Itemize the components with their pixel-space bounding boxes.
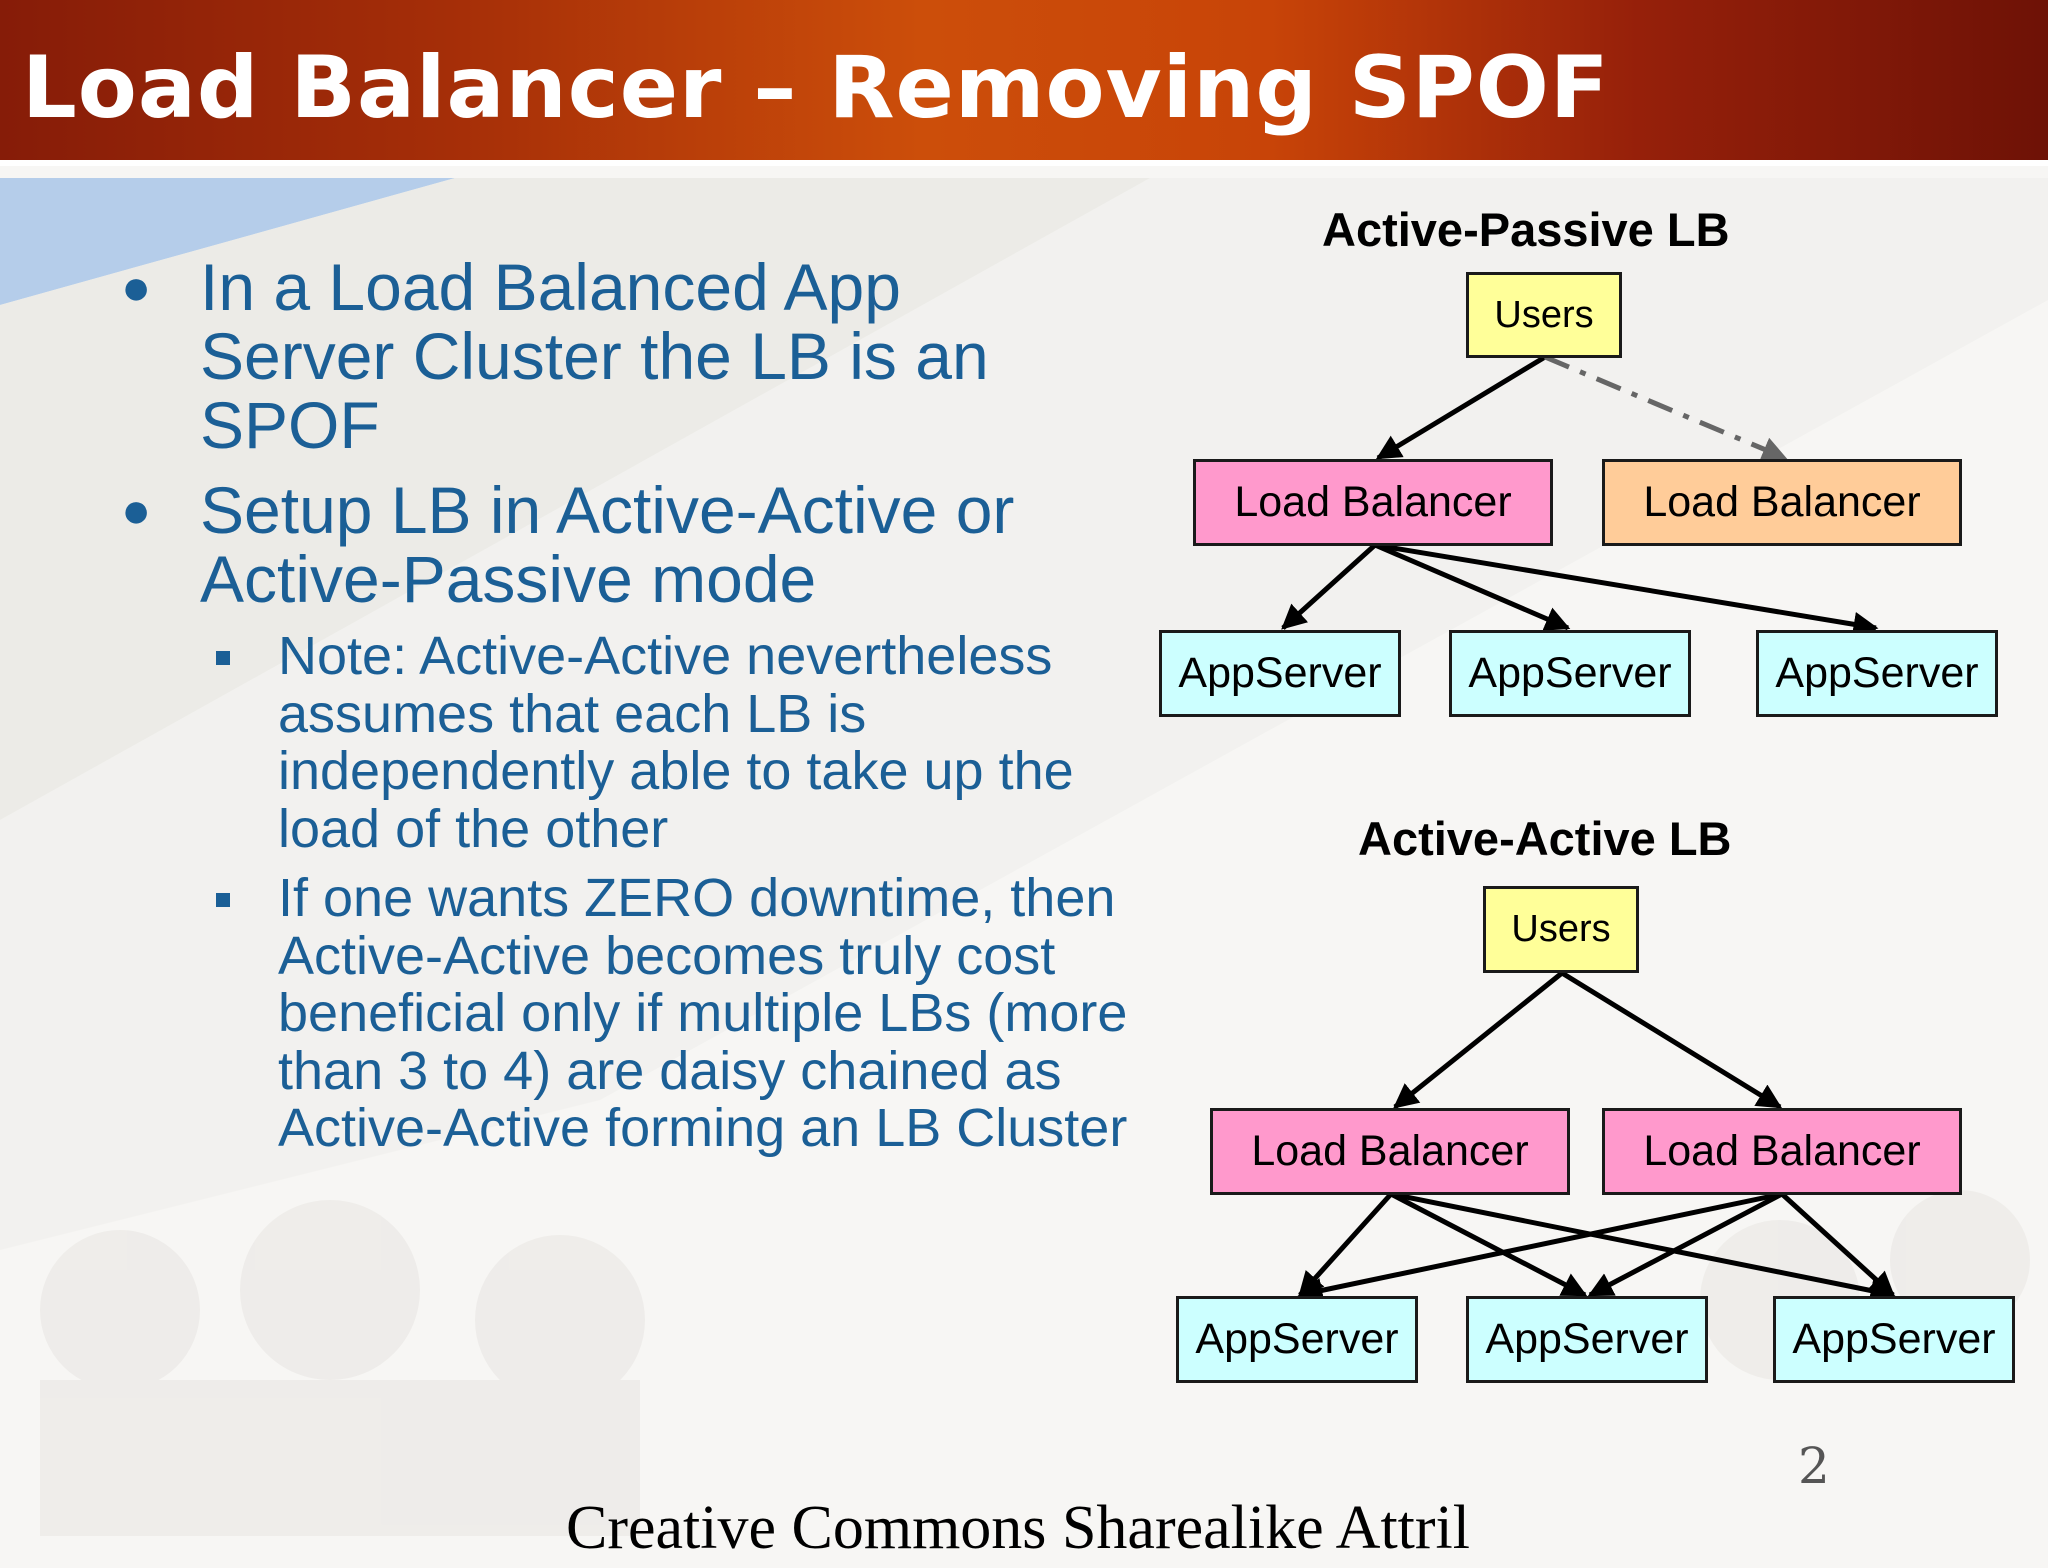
slide-number: 2 — [1798, 1437, 1830, 1495]
square-bullet-icon — [216, 893, 230, 907]
license-footer: Creative Commons Sharealike Attril — [566, 1494, 1470, 1562]
title-divider — [0, 160, 2048, 166]
aa-load-balancer-2: Load Balancer — [1602, 1108, 1962, 1195]
slide-title: Load Balancer – Removing SPOF — [22, 38, 1610, 138]
bullet-1: ● In a Load Balanced App Server Cluster … — [121, 250, 1040, 462]
sub-bullet-1: Note: Active-Active nevertheless assumes… — [216, 626, 1123, 859]
ap-appserver-1: AppServer — [1159, 630, 1401, 717]
bullet-2-text: Setup LB in Active-Active or Active-Pass… — [200, 473, 1015, 616]
square-bullet-icon — [216, 651, 230, 665]
active-passive-title: Active-Passive LB — [1322, 203, 1730, 256]
ap-appserver-3: AppServer — [1756, 630, 1998, 717]
aa-appserver-2: AppServer — [1466, 1296, 1708, 1383]
ap-load-balancer-passive: Load Balancer — [1602, 459, 1962, 546]
bullet-1-text: In a Load Balanced App Server Cluster th… — [200, 250, 989, 462]
bullet-dot-icon: ● — [121, 259, 152, 315]
ap-load-balancer-active: Load Balancer — [1193, 459, 1553, 546]
bullet-dot-icon: ● — [121, 482, 152, 538]
aa-appserver-1: AppServer — [1176, 1296, 1418, 1383]
ap-appserver-2: AppServer — [1449, 630, 1691, 717]
ap-users-box: Users — [1466, 272, 1622, 358]
sub-bullet-2: If one wants ZERO downtime, then Active-… — [216, 868, 1140, 1158]
active-active-title: Active-Active LB — [1358, 812, 1732, 865]
title-bar: Load Balancer – Removing SPOF — [0, 0, 2048, 160]
sub-bullet-1-text: Note: Active-Active nevertheless assumes… — [278, 626, 1074, 859]
aa-appserver-3: AppServer — [1773, 1296, 2015, 1383]
sub-bullet-2-text: If one wants ZERO downtime, then Active-… — [278, 868, 1128, 1158]
aa-users-box: Users — [1483, 886, 1639, 973]
bullet-2: ● Setup LB in Active-Active or Active-Pa… — [121, 473, 1080, 616]
aa-load-balancer-1: Load Balancer — [1210, 1108, 1570, 1195]
